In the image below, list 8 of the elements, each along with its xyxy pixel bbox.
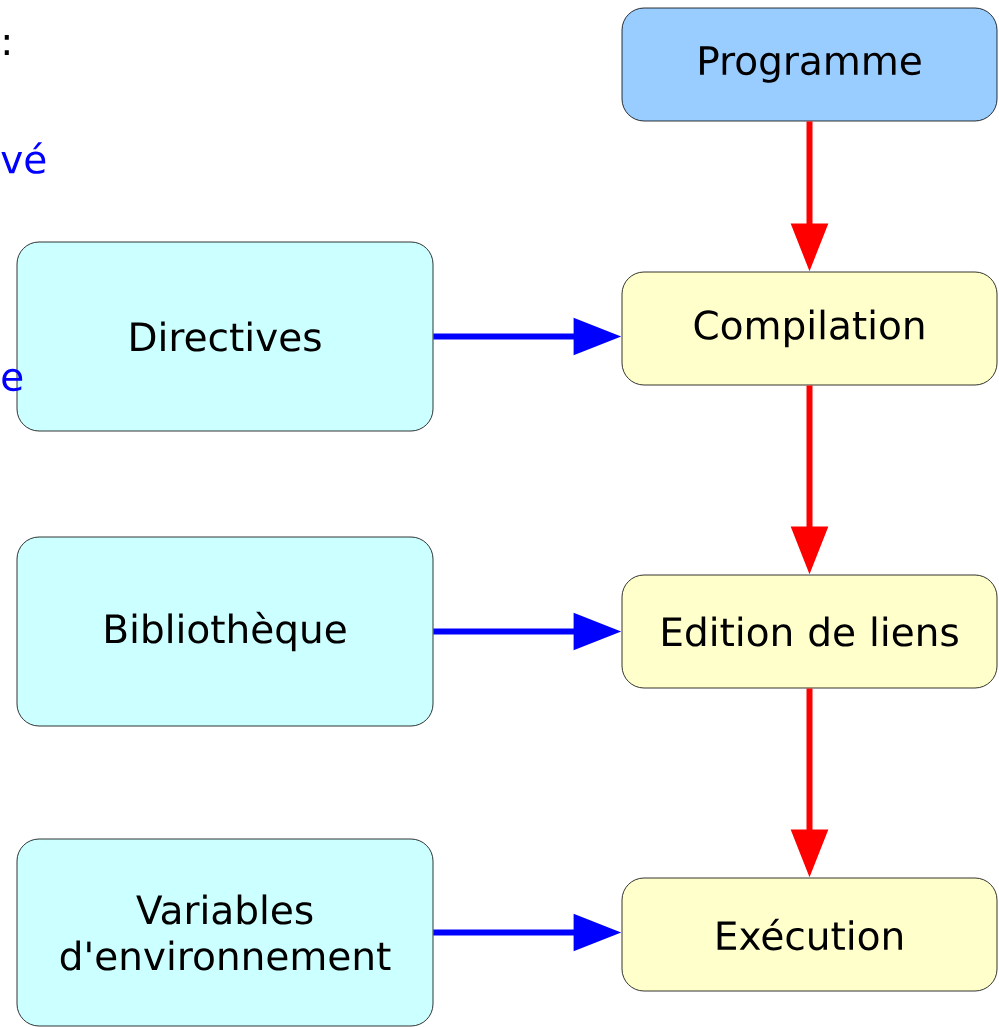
process-box: Programme bbox=[621, 7, 998, 122]
process-box: Exécution bbox=[621, 877, 998, 992]
process-box: Bibliothèque bbox=[16, 536, 434, 727]
process-box: Variables d'environnement bbox=[16, 838, 434, 1027]
text-fragment: vé bbox=[1, 142, 46, 174]
process-box: Compilation bbox=[621, 271, 998, 386]
text-fragment: : bbox=[4, 34, 9, 56]
process-box: Edition de liens bbox=[621, 574, 998, 689]
